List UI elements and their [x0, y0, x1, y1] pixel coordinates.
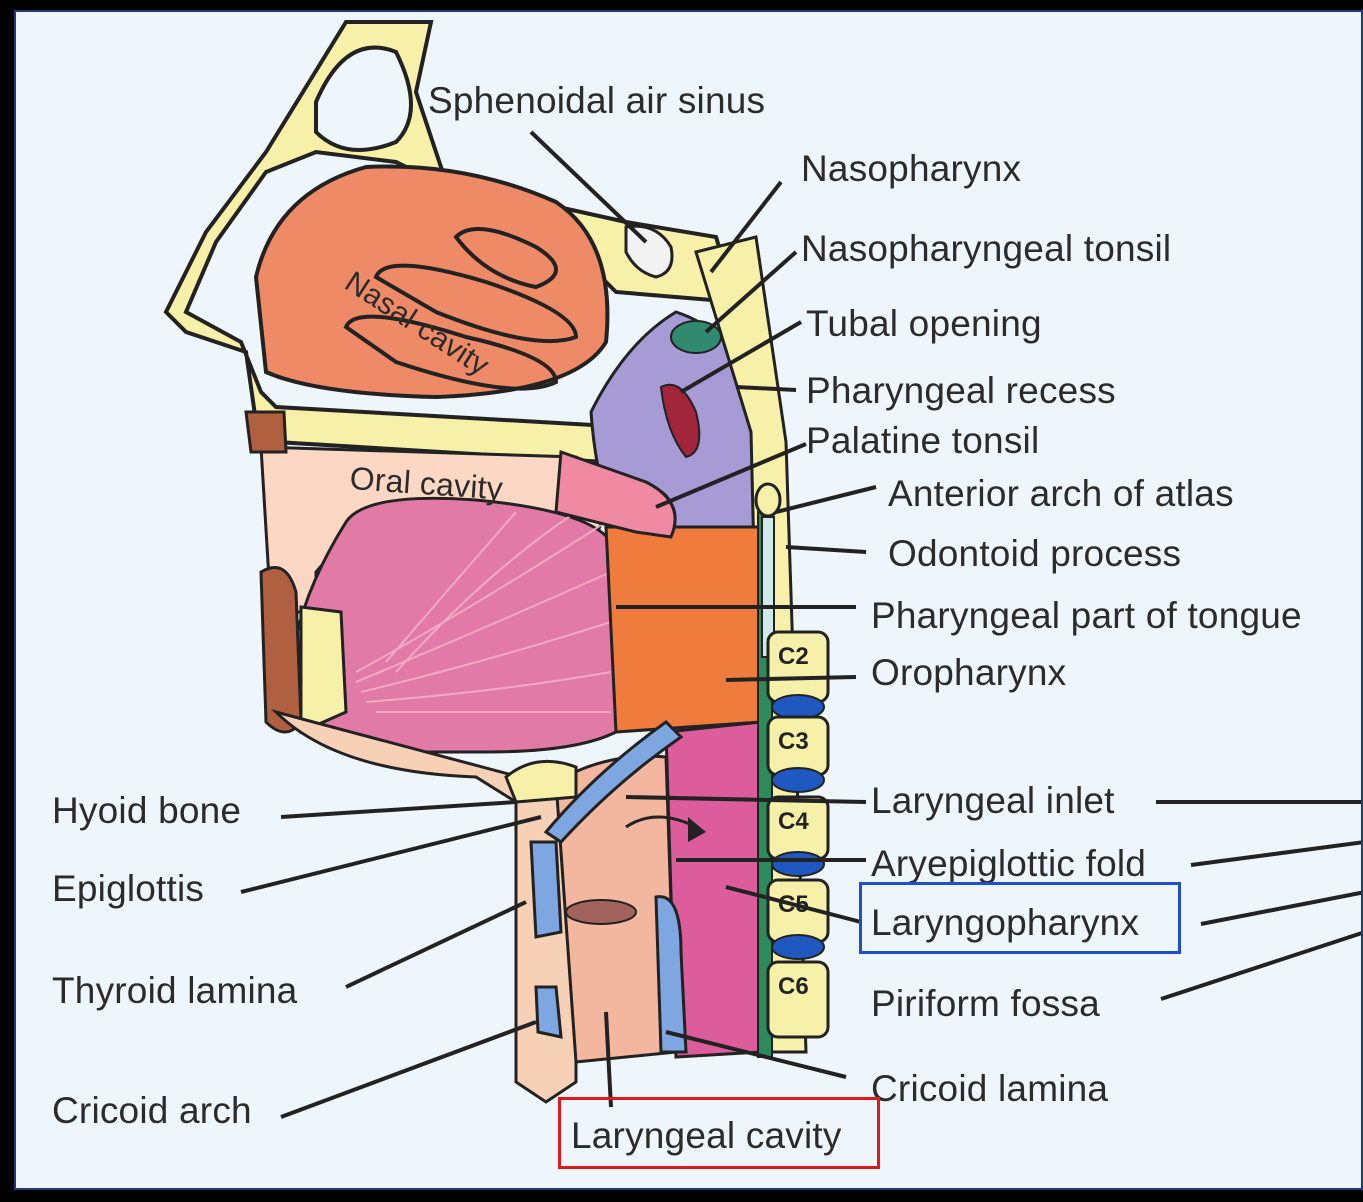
label-palatine-tonsil: Palatine tonsil: [806, 422, 1039, 459]
label-laryngeal-inlet: Laryngeal inlet: [871, 782, 1115, 819]
label-sphenoidal-air-sinus: Sphenoidal air sinus: [428, 82, 765, 119]
vertebra-label-c6: C6: [778, 973, 809, 1000]
vertebra-label-c3: C3: [778, 728, 809, 755]
thyroid-cartilage: [531, 842, 561, 937]
intervertebral-disc: [772, 768, 824, 792]
hyoid-shape: [506, 761, 576, 802]
cricoid-arch-shape: [536, 987, 561, 1037]
label-piriform-fossa: Piriform fossa: [871, 985, 1100, 1022]
oropharynx-region: [606, 527, 761, 732]
intervertebral-disc: [772, 935, 824, 959]
mandible: [301, 607, 346, 732]
label-pharyngeal-part-of-tongue: Pharyngeal part of tongue: [871, 597, 1302, 634]
label-pharyngeal-recess: Pharyngeal recess: [806, 372, 1116, 409]
label-nasopharynx: Nasopharynx: [801, 150, 1021, 187]
label-anterior-arch-of-atlas: Anterior arch of atlas: [888, 475, 1234, 512]
intervertebral-disc: [772, 852, 824, 876]
label-nasopharyngeal-tonsil: Nasopharyngeal tonsil: [801, 230, 1171, 267]
vertebra-label-c4: C4: [778, 808, 809, 835]
lower-lip: [261, 568, 301, 733]
nasal-cavity-region: [256, 166, 607, 397]
label-hyoid-bone: Hyoid bone: [52, 792, 241, 829]
laryngopharynx-highlight-box: [859, 882, 1181, 954]
laryngeal-cavity-highlight-box: [558, 1097, 880, 1169]
label-thyroid-lamina: Thyroid lamina: [52, 972, 297, 1009]
label-tubal-opening: Tubal opening: [806, 305, 1042, 342]
label-aryepiglottic-fold: Aryepiglottic fold: [871, 845, 1146, 882]
label-oropharynx: Oropharynx: [871, 654, 1066, 691]
label-cricoid-arch: Cricoid arch: [52, 1092, 252, 1129]
vocal-fold: [566, 900, 636, 924]
label-odontoid-process: Odontoid process: [888, 535, 1181, 572]
intervertebral-disc: [772, 695, 824, 719]
upper-lip: [246, 412, 286, 452]
label-cricoid-lamina: Cricoid lamina: [871, 1070, 1108, 1107]
vertebra-label-c2: C2: [778, 643, 809, 670]
label-epiglottis: Epiglottis: [52, 870, 204, 907]
